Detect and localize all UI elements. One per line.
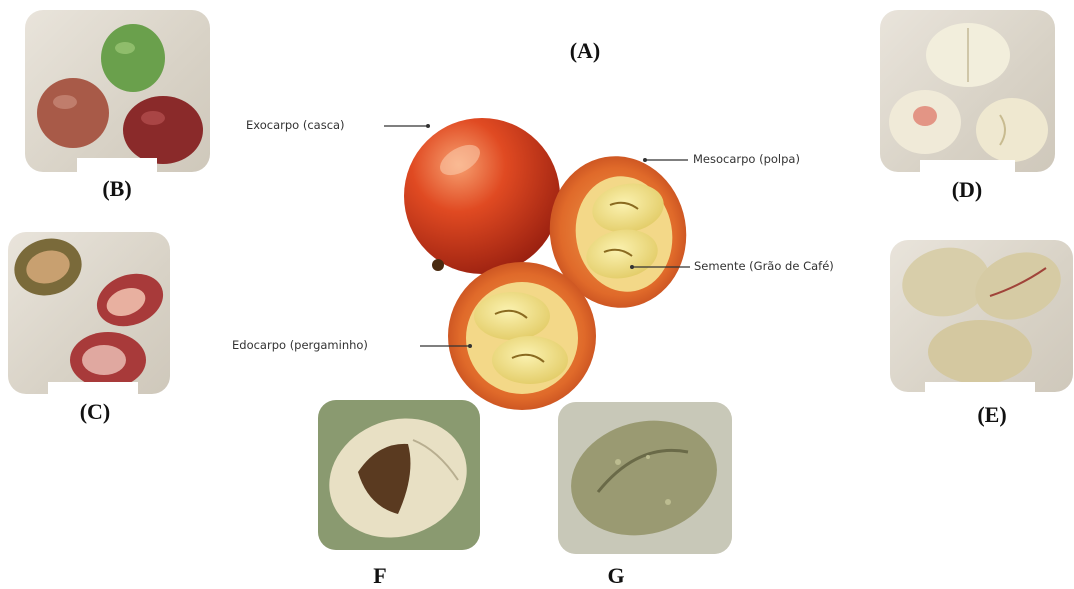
photo-panel-f: [318, 400, 480, 550]
callout-mesocarpo: Mesocarpo (polpa): [693, 152, 800, 166]
panel-label-f: F: [350, 563, 410, 589]
cut-cherry-bottom: [448, 262, 596, 410]
callout-semente: Semente (Grão de Café): [694, 259, 834, 273]
photo-panel-e: [890, 240, 1073, 392]
photo-panel-c: [8, 232, 170, 394]
panel-label-a: (A): [555, 38, 615, 64]
photo-panel-d: [880, 10, 1055, 172]
callout-exocarpo: Exocarpo (casca): [246, 118, 345, 132]
panel-label-e: (E): [962, 402, 1022, 428]
panel-label-g: G: [586, 563, 646, 589]
panel-label-b: (B): [87, 176, 147, 202]
whole-cherry: [404, 118, 560, 274]
panel-label-c: (C): [65, 399, 125, 425]
photo-panel-g: [558, 402, 732, 554]
photo-panel-b: [25, 10, 210, 172]
panel-label-d: (D): [937, 177, 997, 203]
callout-edocarpo: Edocarpo (pergaminho): [232, 338, 368, 352]
